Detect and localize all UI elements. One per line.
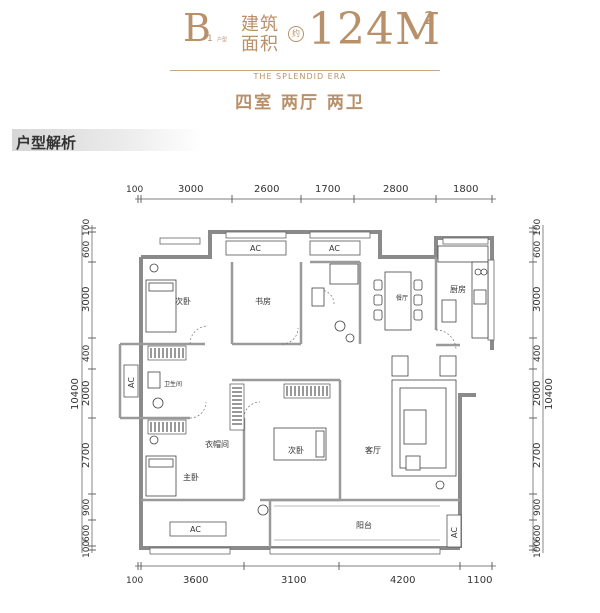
room-balcony: 阳台 bbox=[356, 520, 372, 530]
windows bbox=[149, 231, 495, 555]
ac-unit-1 bbox=[225, 240, 287, 256]
ac-label-5: AC bbox=[450, 527, 459, 538]
dimension-labels: 100 3000 2600 1700 2800 1800 100 3600 31… bbox=[70, 184, 555, 586]
dim-right-3: 3000 bbox=[532, 287, 543, 312]
wardrobe-hatch bbox=[150, 348, 328, 432]
dim-right-1: 100 bbox=[533, 219, 543, 236]
dim-right-8: 600 bbox=[533, 525, 543, 542]
ac-label-4: AC bbox=[190, 525, 201, 534]
dim-top-2: 3000 bbox=[178, 184, 203, 195]
tagline: THE SPLENDID ERA bbox=[0, 64, 600, 83]
unit-letter: B bbox=[183, 6, 211, 50]
section-bar bbox=[12, 129, 202, 151]
tagline-text: THE SPLENDID ERA bbox=[247, 72, 353, 81]
interior-walls bbox=[118, 257, 460, 548]
dim-left-4: 400 bbox=[82, 345, 92, 362]
ac-unit-2 bbox=[309, 240, 361, 256]
dim-bottom-2: 3600 bbox=[183, 575, 208, 586]
dim-right-total: 10400 bbox=[544, 378, 555, 410]
ac-label-3: AC bbox=[127, 377, 136, 388]
dim-top-4: 1700 bbox=[315, 184, 340, 195]
approx-badge: 约 bbox=[288, 26, 304, 42]
dim-bottom-5: 1100 bbox=[467, 575, 492, 586]
sink-1 bbox=[334, 320, 346, 332]
header-divider bbox=[170, 70, 440, 71]
dim-top-1: 100 bbox=[126, 185, 143, 195]
toilet-2 bbox=[147, 371, 161, 389]
ac-unit-3 bbox=[123, 364, 139, 398]
washer bbox=[257, 504, 269, 516]
dim-right-7: 900 bbox=[533, 499, 543, 516]
dim-left-2: 600 bbox=[82, 241, 92, 258]
dim-bottom-3: 3100 bbox=[281, 575, 306, 586]
ac-label-1: AC bbox=[250, 244, 261, 253]
dim-left-6: 2700 bbox=[81, 443, 92, 468]
room-kitchen: 厨房 bbox=[450, 284, 466, 294]
dining-table bbox=[373, 271, 423, 331]
room-closet: 衣帽间 bbox=[205, 439, 229, 449]
dim-top-3: 2600 bbox=[254, 184, 279, 195]
dim-left-5: 2000 bbox=[81, 381, 92, 406]
beds bbox=[145, 279, 327, 497]
room-dining: 餐厅 bbox=[396, 294, 408, 302]
dim-bottom-4: 4200 bbox=[390, 575, 415, 586]
unit-subscript: 1 bbox=[207, 34, 213, 44]
dim-top-6: 1800 bbox=[453, 184, 478, 195]
dim-left-total: 10400 bbox=[70, 378, 81, 410]
toilet-1 bbox=[311, 287, 325, 307]
area-label-line2: 面积 bbox=[241, 34, 279, 55]
section-title: 户型解析 bbox=[16, 134, 77, 152]
area-value: 124M bbox=[308, 4, 442, 55]
dim-right-6: 2700 bbox=[532, 443, 543, 468]
room-bathroom: 卫生间 bbox=[164, 380, 182, 388]
room-count: 四室 两厅 两卫 bbox=[235, 93, 365, 113]
balcony-rail bbox=[274, 505, 440, 541]
ac-unit-5 bbox=[446, 514, 462, 548]
dim-left-9: 100 bbox=[82, 541, 92, 558]
room-second-bedroom-1: 次卧 bbox=[175, 296, 191, 306]
room-second-bedroom-2: 次卧 bbox=[288, 445, 304, 455]
sofa-set bbox=[391, 355, 457, 477]
area-superscript: 2 bbox=[424, 8, 436, 29]
dim-left-1: 100 bbox=[82, 219, 92, 236]
dimension-ticks bbox=[88, 195, 537, 570]
sink-2 bbox=[152, 397, 164, 409]
ac-unit-4 bbox=[169, 521, 227, 537]
room-labels: 次卧 书房 餐厅 厨房 卫生间 衣帽间 次卧 客厅 主卧 阳台 bbox=[164, 284, 466, 530]
kitchen-counter bbox=[437, 245, 489, 339]
dim-bottom-1: 100 bbox=[126, 576, 143, 586]
dim-right-4: 400 bbox=[533, 345, 543, 362]
dim-top-5: 2800 bbox=[383, 184, 408, 195]
area-label-line1: 建筑 bbox=[241, 14, 279, 35]
dim-left-7: 900 bbox=[82, 499, 92, 516]
fixtures bbox=[147, 263, 445, 516]
dim-left-8: 600 bbox=[82, 525, 92, 542]
dim-right-5: 2000 bbox=[532, 381, 543, 406]
ac-label-2: AC bbox=[329, 244, 340, 253]
unit-tag: 户型 bbox=[217, 37, 228, 43]
room-living: 客厅 bbox=[365, 445, 381, 455]
ac-units: AC AC AC AC AC AC bbox=[123, 240, 462, 548]
dim-right-2: 600 bbox=[533, 241, 543, 258]
dim-left-3: 3000 bbox=[81, 287, 92, 312]
room-master-bedroom: 主卧 bbox=[183, 472, 199, 482]
room-study: 书房 bbox=[255, 296, 271, 306]
dim-right-9: 100 bbox=[533, 541, 543, 558]
